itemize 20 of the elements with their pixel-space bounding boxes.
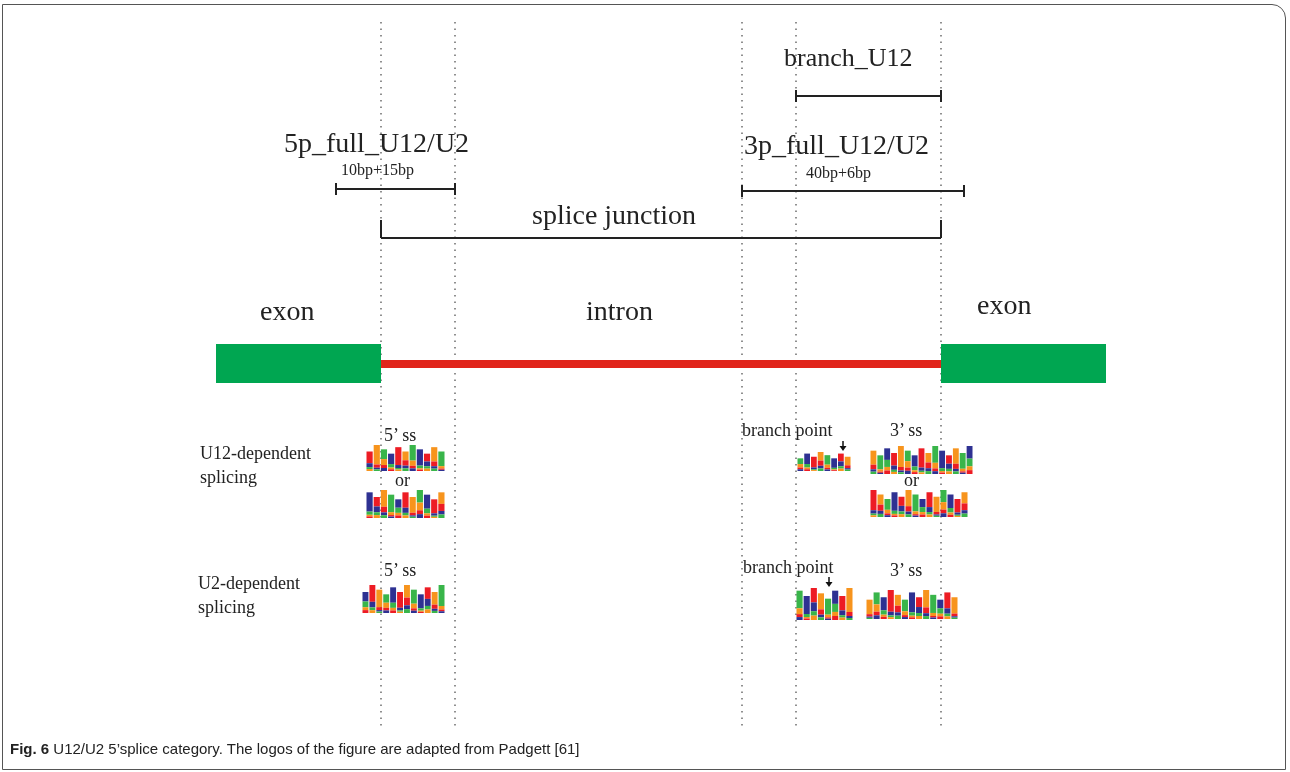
site-label: 5’ ss xyxy=(384,561,417,580)
region-label: intron xyxy=(586,296,653,326)
row-label: U12-dependent splicing xyxy=(200,442,312,490)
row-label: U2-dependent splicing xyxy=(198,572,301,620)
site-label: 5’ ss xyxy=(384,426,417,445)
site-label: branch point xyxy=(743,558,834,577)
conjunction-label: or xyxy=(904,471,919,490)
range-label: branch_U12 xyxy=(784,44,913,72)
range-label: 3p_full_U12/U2 xyxy=(744,130,930,160)
figure-caption: Fig. 6 U12/U2 5’splice category. The logos of the figure are adapted from Padgett [61] xyxy=(10,740,580,757)
site-label: 3’ ss xyxy=(890,421,923,440)
size-label: 40bp+6bp xyxy=(806,165,872,182)
range-label: 5p_full_U12/U2 xyxy=(284,128,470,158)
conjunction-label: or xyxy=(395,471,410,490)
size-label: 10bp+15bp xyxy=(341,162,415,179)
range-label: splice junction xyxy=(532,200,697,230)
region-label: exon xyxy=(260,296,315,326)
site-label: 3’ ss xyxy=(890,561,923,580)
region-label: exon xyxy=(977,290,1032,320)
site-label: branch point xyxy=(742,421,833,440)
